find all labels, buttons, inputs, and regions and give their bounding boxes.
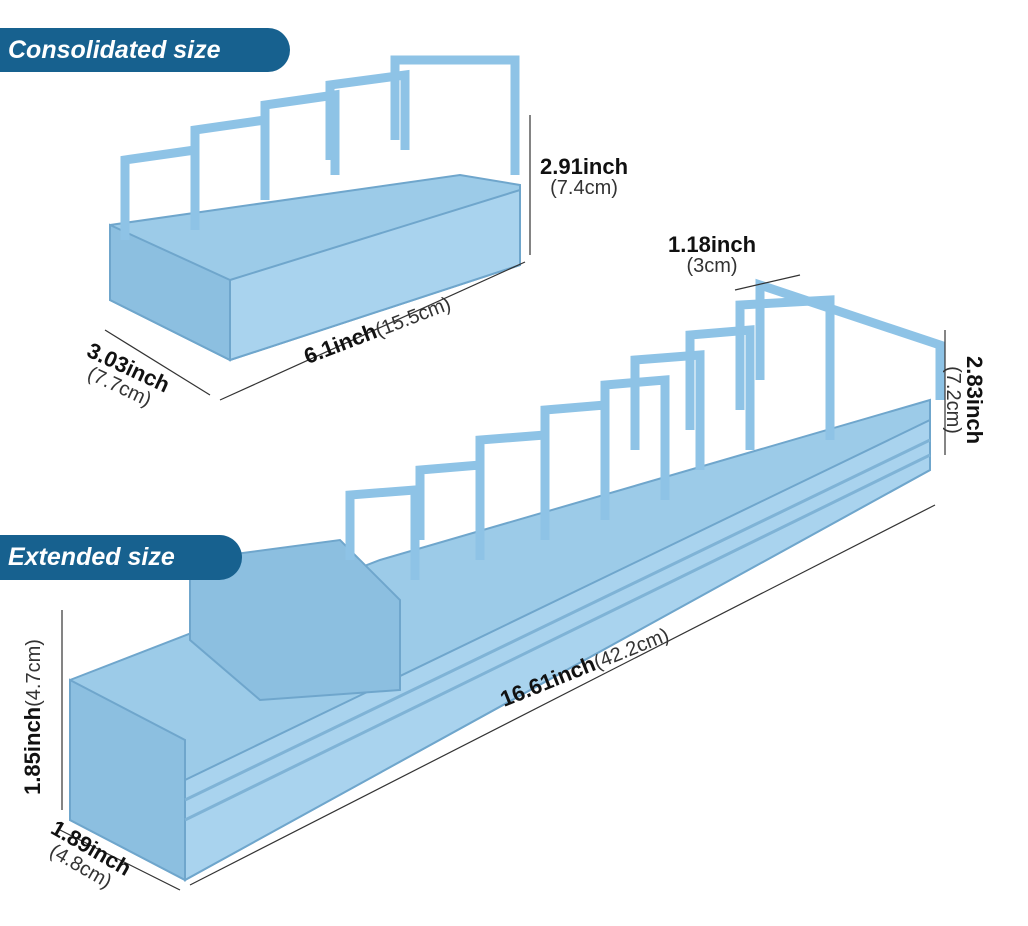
extended-size-badge: Extended size	[0, 535, 242, 580]
dim-inch: 2.83inch	[962, 356, 988, 445]
dim-cm: (3cm)	[686, 255, 738, 278]
consolidated-organizer	[109, 55, 521, 362]
consolidated-size-badge: Consolidated size	[0, 28, 290, 72]
dim-cm: (7.4cm)	[550, 177, 618, 200]
extended-slot-label: 1.18inch (3cm)	[668, 233, 756, 277]
dim-inch: 1.85inch	[19, 706, 45, 795]
consolidated-height-label: 2.91inch (7.4cm)	[540, 155, 628, 199]
dim-cm: (4.7cm)	[22, 639, 45, 707]
extended-organizer	[69, 278, 945, 882]
extended-base-height-label: 1.85inch(4.7cm)	[19, 639, 45, 795]
dim-inch: 2.91inch	[540, 154, 629, 179]
dim-inch: 1.18inch	[668, 232, 757, 257]
dimension-lines	[59, 115, 946, 891]
extended-height-label: 2.83inch (7.2cm)	[941, 356, 988, 445]
dim-cm: (7.2cm)	[941, 366, 964, 434]
